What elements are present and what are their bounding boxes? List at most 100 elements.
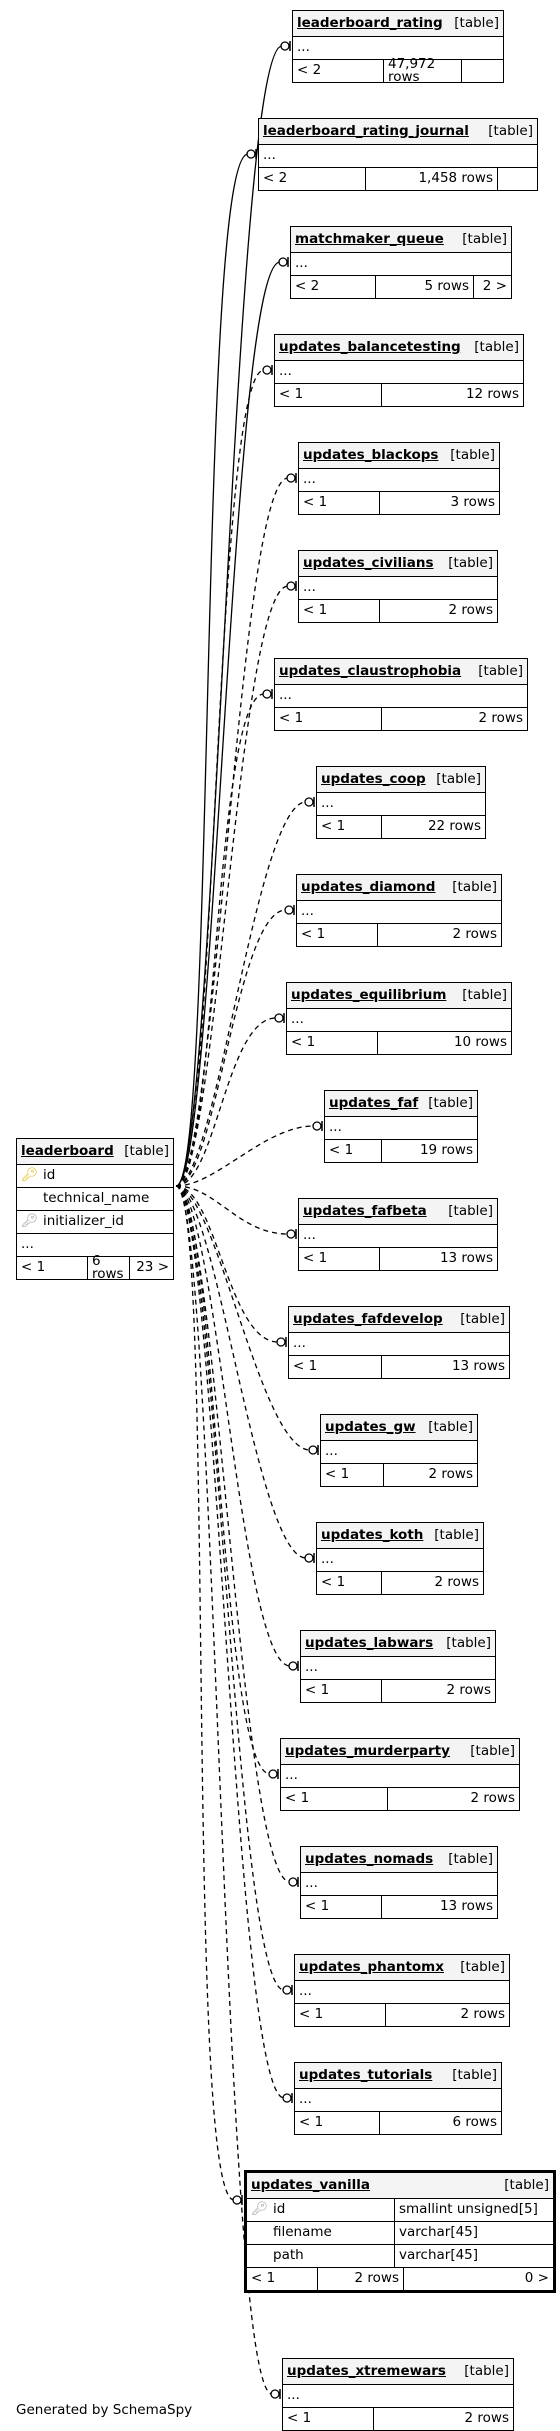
parents-count[interactable]: < 1 [303,494,328,511]
parents-count[interactable]: < 1 [303,602,328,619]
table-header: leaderboard_rating_journal[table] [259,119,537,145]
children-count[interactable]: 23 > [129,1257,173,1279]
parents-count[interactable]: < 2 [263,170,288,187]
table-name[interactable]: updates_koth [321,1526,424,1543]
parents-count[interactable]: < 1 [301,926,326,943]
parents-count[interactable]: < 1 [325,1466,350,1483]
parents-count[interactable]: < 1 [291,1034,316,1051]
table-name[interactable]: leaderboard_rating [297,14,443,31]
table-name[interactable]: updates_civilians [303,554,434,571]
table-name[interactable]: leaderboard_rating_journal [263,122,469,139]
table-name[interactable]: updates_nomads [305,1850,434,1867]
column-row[interactable]: 🔑︎id smallint unsigned[5] [247,2199,553,2222]
table-name[interactable]: updates_xtremewars [287,2362,446,2379]
column-row[interactable]: 🔑︎ initializer_id [17,1211,173,1234]
table-name[interactable]: updates_tutorials [299,2066,433,2083]
table-header: updates_balancetesting[table] [275,335,523,361]
parents-count[interactable]: < 1 [287,2410,312,2427]
parents-count[interactable]: < 1 [321,1574,346,1591]
column-row[interactable]: 🔑︎ id [17,1165,173,1188]
table-name[interactable]: updates_faf [329,1094,419,1111]
relationship-edge [175,45,283,1187]
table-name[interactable]: updates_equilibrium [291,986,447,1003]
parents-count[interactable]: < 1 [299,2006,324,2023]
crowfoot-marker [288,1877,298,1887]
column-row[interactable]: technical_name [17,1188,173,1211]
children-count[interactable]: 0 > [403,2268,553,2290]
parents-count[interactable]: < 1 [21,1259,46,1276]
row-count: 2 rows [379,600,497,622]
table-name[interactable]: updates_claustrophobia [279,662,462,679]
children-count[interactable] [461,60,503,82]
table-footer: < 1 2 rows 0 > [247,2268,553,2290]
table-leaderboard[interactable]: leaderboard [table] 🔑︎ id technical_name… [16,1138,174,1281]
row-count: 13 rows [379,1248,497,1270]
table-name[interactable]: updates_vanilla [251,2176,370,2193]
parents-count[interactable]: < 1 [279,386,304,403]
parents-count[interactable]: < 2 [297,62,322,79]
children-count[interactable] [497,168,537,190]
table-name[interactable]: leaderboard [21,1142,114,1159]
parents-count[interactable]: < 1 [305,1898,330,1915]
relationship-edge [175,1185,291,1883]
row-count: 1,458 rows [365,168,497,190]
table-name[interactable]: updates_diamond [301,878,436,895]
table-kind: [table] [462,986,507,1003]
table-name[interactable]: updates_balancetesting [279,338,461,355]
parents-count[interactable]: < 1 [305,1682,330,1699]
parents-count[interactable]: < 1 [299,2114,324,2131]
table-name[interactable]: updates_gw [325,1418,416,1435]
table-header: updates_civilians [table] [299,551,497,577]
table-name[interactable]: updates_phantomx [299,1958,444,1975]
column-row[interactable]: path varchar[45] [247,2245,553,2268]
table-updates-vanilla[interactable]: updates_vanilla [table] 🔑︎id smallint un… [244,2170,556,2293]
table-name[interactable]: updates_fafdevelop [293,1310,443,1327]
parents-count[interactable]: < 1 [251,2270,276,2287]
table-name[interactable]: updates_murderparty [285,1742,450,1759]
parents-count[interactable]: < 1 [329,1142,354,1159]
table-kind: [table] [428,1418,473,1435]
parents-count[interactable]: < 1 [285,1790,310,1807]
table-name[interactable]: updates_fafbeta [303,1202,427,1219]
parents-count[interactable]: < 1 [321,818,346,835]
table-name[interactable]: updates_coop [321,770,426,787]
parents-count[interactable]: < 2 [295,278,320,295]
children-count[interactable]: 2 > [473,276,511,298]
parents-count[interactable]: < 1 [293,1358,318,1375]
table-name[interactable]: updates_labwars [305,1634,434,1651]
table-kind: [table] [448,1202,493,1219]
table-kind: [table] [448,554,493,571]
table-name[interactable]: matchmaker_queue [295,230,444,247]
parents-count[interactable]: < 1 [303,1250,328,1267]
parents-count[interactable]: < 1 [279,710,304,727]
column-row[interactable]: filename varchar[45] [247,2222,553,2245]
table-kind: [table] [452,878,497,895]
table-name[interactable]: updates_blackops [303,446,439,463]
